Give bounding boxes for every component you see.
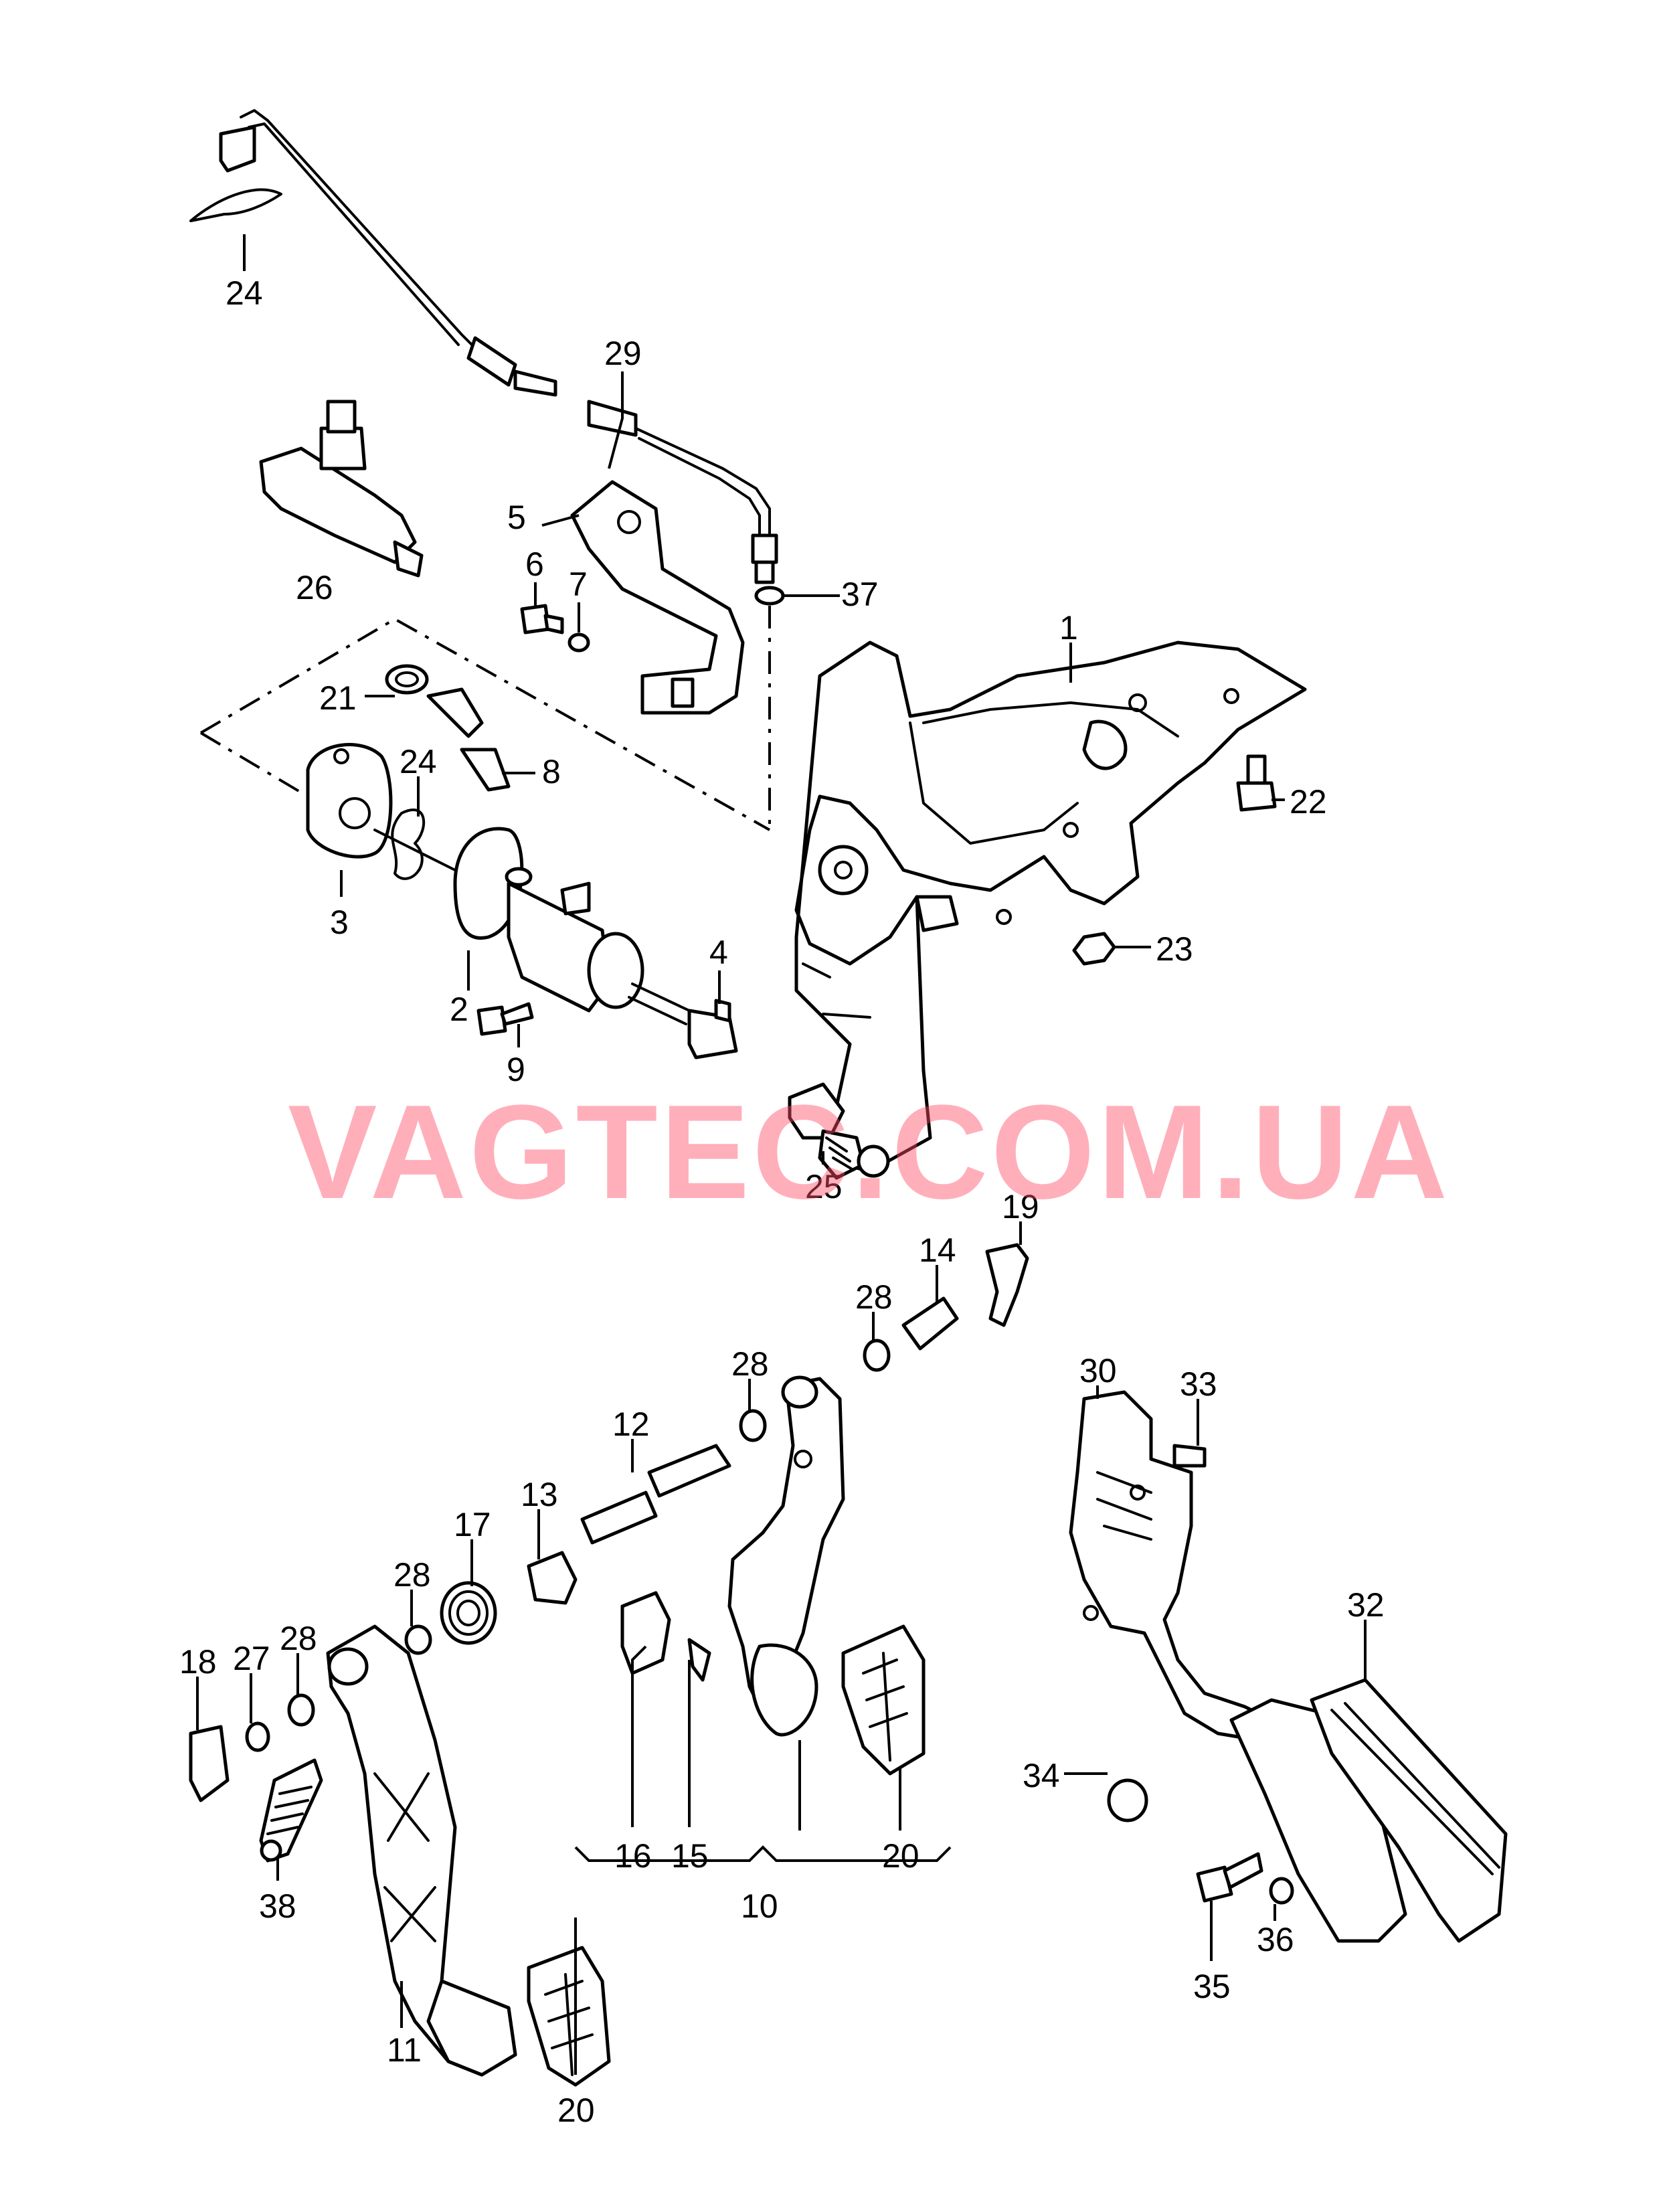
callout-28a: 28 <box>855 1278 893 1316</box>
callout-32: 32 <box>1347 1586 1385 1624</box>
cap-34 <box>1107 1778 1148 1822</box>
callout-30: 30 <box>1079 1352 1117 1389</box>
hose-clamp-21 <box>385 664 429 695</box>
master-cylinder-2 <box>373 827 691 1025</box>
callout-3: 3 <box>330 904 349 941</box>
bolt-9 <box>476 1002 534 1036</box>
clip-15 <box>687 1638 711 1682</box>
t-connector-26 <box>259 400 424 578</box>
assembly-dashed-outline <box>199 617 770 831</box>
hose-8 <box>426 687 511 792</box>
callout-36: 36 <box>1257 1921 1294 1958</box>
callout-28c: 28 <box>393 1556 431 1594</box>
connector-4 <box>687 999 738 1059</box>
screw-35 <box>1196 1852 1263 1903</box>
brake-pedal-10 <box>727 1375 845 1737</box>
callout-14: 14 <box>919 1231 956 1269</box>
callout-35: 35 <box>1193 1968 1231 2005</box>
callout-28d: 28 <box>280 1620 317 1657</box>
reservoir-cap <box>189 125 282 222</box>
clip-16 <box>620 1591 671 1675</box>
callout-28b: 28 <box>731 1345 769 1383</box>
pedal-pad-20a <box>841 1624 926 1776</box>
callout-26: 26 <box>296 569 333 606</box>
callout-38: 38 <box>259 1887 296 1925</box>
callout-18: 18 <box>179 1643 217 1681</box>
washer-27 <box>245 1721 270 1752</box>
callout-6: 6 <box>525 545 544 583</box>
callout-9: 9 <box>507 1051 525 1088</box>
shaft-12 <box>580 1444 731 1545</box>
callout-7: 7 <box>569 566 588 603</box>
callout-37: 37 <box>841 576 879 613</box>
callout-2: 2 <box>450 991 468 1028</box>
callout-5: 5 <box>507 499 526 536</box>
callout-1: 1 <box>1059 609 1078 647</box>
nut-23 <box>1072 932 1116 966</box>
washer-37 <box>754 586 785 606</box>
callout-13: 13 <box>521 1476 558 1513</box>
callout-10: 10 <box>741 1887 778 1925</box>
callout-15: 15 <box>671 1837 709 1875</box>
switch-25 <box>788 1082 890 1180</box>
callout-16: 16 <box>614 1837 652 1875</box>
accelerator-module-30 <box>1069 1390 1274 1742</box>
callout-4: 4 <box>709 934 728 971</box>
bushing-14 <box>901 1296 959 1351</box>
bracket-5 <box>570 480 745 715</box>
bolt-22 <box>1236 754 1277 812</box>
callout-29: 29 <box>604 335 642 372</box>
callout-25: 25 <box>805 1168 843 1205</box>
washer-7 <box>567 632 590 653</box>
callout-20a: 20 <box>882 1837 919 1875</box>
washer-36 <box>1269 1877 1294 1905</box>
callout-labels: 1 2 3 4 5 6 7 8 9 10 11 12 13 14 15 16 1… <box>179 274 1385 2129</box>
seal-24 <box>391 809 425 880</box>
watermark: VAGTEC.COM.UA <box>288 1078 1450 1227</box>
callout-27: 27 <box>233 1640 270 1677</box>
callout-8: 8 <box>542 753 561 790</box>
washer-28d <box>287 1693 315 1727</box>
callout-23: 23 <box>1156 930 1193 968</box>
bracket-18 <box>189 1725 230 1802</box>
spring-17 <box>440 1581 497 1645</box>
callout-33: 33 <box>1180 1365 1217 1403</box>
bolt-33 <box>1172 1444 1207 1468</box>
washer-28c <box>404 1624 432 1655</box>
callout-22: 22 <box>1290 783 1327 821</box>
washer-28b <box>739 1409 767 1442</box>
washer-28a <box>863 1339 891 1372</box>
bush-13 <box>527 1551 578 1605</box>
callout-34: 34 <box>1023 1757 1060 1794</box>
callout-11: 11 <box>387 2031 422 2069</box>
callout-24b: 24 <box>400 743 437 780</box>
assembly-dashed-left <box>199 732 309 798</box>
callout-24a: 24 <box>226 274 263 312</box>
gasket-3 <box>306 743 393 859</box>
callout-21: 21 <box>319 679 357 717</box>
pedal-pad-20b <box>527 1946 611 2087</box>
callout-20b: 20 <box>557 2092 595 2129</box>
clip-19 <box>985 1243 1029 1327</box>
callout-12: 12 <box>612 1406 650 1443</box>
pedal-pad-32 <box>1229 1678 1508 1943</box>
clutch-pedal-11 <box>326 1624 517 2077</box>
leader-lines <box>196 234 1367 2075</box>
callout-17: 17 <box>454 1506 491 1543</box>
spring-38 <box>259 1758 323 1863</box>
screw-6 <box>520 604 564 634</box>
callout-19: 19 <box>1002 1188 1039 1225</box>
